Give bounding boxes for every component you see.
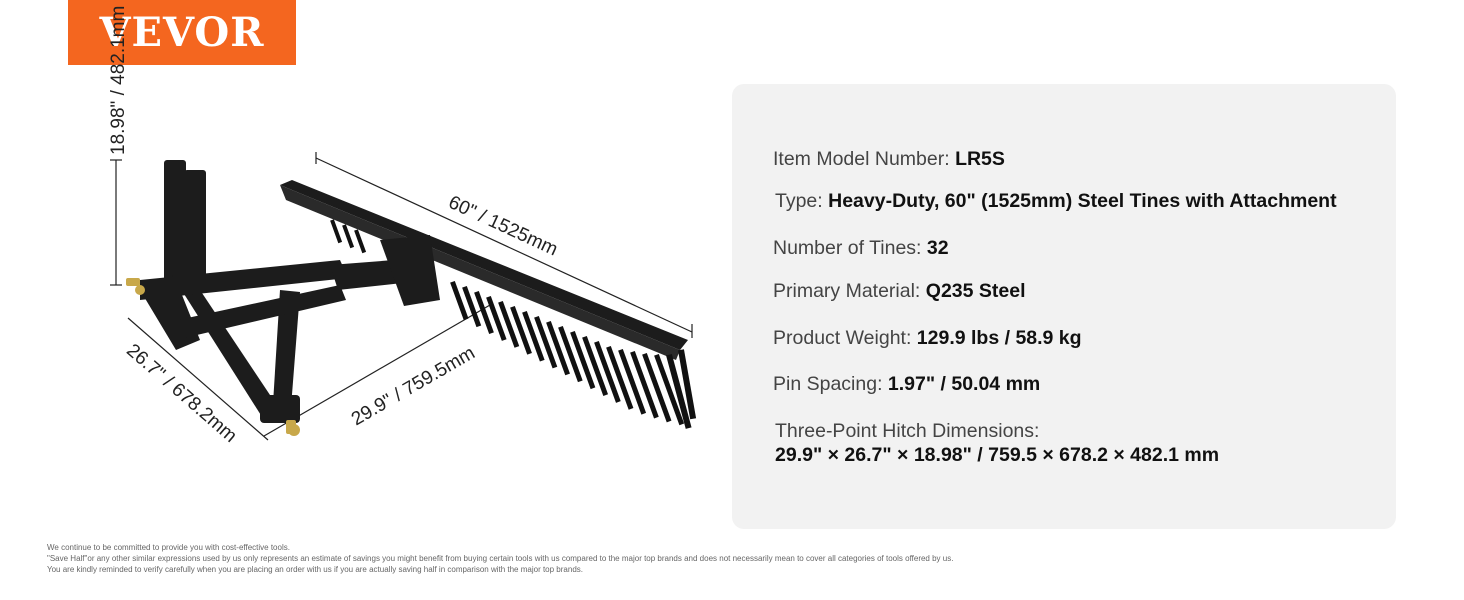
spec-pin-label: Pin Spacing: xyxy=(773,373,888,395)
vevor-logo: VEVOR xyxy=(68,0,296,65)
spec-tines: Number of Tines: 32 xyxy=(773,237,949,260)
spec-weight-label: Product Weight: xyxy=(773,327,917,349)
spec-type-value: Heavy-Duty, 60" (1525mm) Steel Tines wit… xyxy=(828,190,1337,212)
disclaimer: We continue to be committed to provide y… xyxy=(47,542,953,575)
spec-hitch-dimensions: 29.9" × 26.7" × 18.98" / 759.5 × 678.2 ×… xyxy=(775,444,1220,466)
spec-tines-value: 32 xyxy=(926,237,949,259)
disclaimer-line-1: We continue to be committed to provide y… xyxy=(47,543,290,552)
spec-material-label: Primary Material: xyxy=(773,280,926,302)
spec-type: Type: Heavy-Duty, 60" (1525mm) Steel Tin… xyxy=(775,190,1337,213)
disclaimer-line-3: You are kindly reminded to verify carefu… xyxy=(47,565,583,574)
spec-type-label: Type: xyxy=(775,190,829,212)
logo-text: VEVOR xyxy=(99,9,265,56)
rake-bar xyxy=(280,180,688,360)
dimension-lines xyxy=(110,152,693,441)
spec-pin-value: 1.97" / 50.04 mm xyxy=(887,373,1041,395)
hitch-frame xyxy=(140,160,430,423)
spec-model-label: Item Model Number: xyxy=(773,148,956,170)
disclaimer-line-2: "Save Half"or any other similar expressi… xyxy=(47,554,954,563)
spec-hitch-label: Three-Point Hitch Dimensions: xyxy=(775,420,1040,442)
spec-material: Primary Material: Q235 Steel xyxy=(773,280,1026,303)
product-illustration: 18.98" / 482.1mm 60" / 1525mm 26.7" / 67… xyxy=(80,6,720,470)
landscape-rake-drawing xyxy=(110,152,697,441)
spec-material-value: Q235 Steel xyxy=(925,280,1026,302)
rake-tines xyxy=(330,219,697,429)
spec-panel: Item Model Number: LR5S Type: Heavy-Duty… xyxy=(732,84,1396,529)
spec-weight: Product Weight: 129.9 lbs / 58.9 kg xyxy=(773,327,1082,350)
spec-tines-label: Number of Tines: xyxy=(773,237,927,259)
spec-weight-value: 129.9 lbs / 58.9 kg xyxy=(916,327,1082,349)
spec-hitch-value: 29.9" × 26.7" × 18.98" / 759.5 × 678.2 ×… xyxy=(775,444,1219,467)
hitch-pins xyxy=(126,278,300,436)
spec-model-value: LR5S xyxy=(955,148,1005,170)
spec-model: Item Model Number: LR5S xyxy=(773,148,1005,171)
spec-pin: Pin Spacing: 1.97" / 50.04 mm xyxy=(773,373,1040,396)
dimension-height: 18.98" / 482.1mm xyxy=(108,5,129,155)
